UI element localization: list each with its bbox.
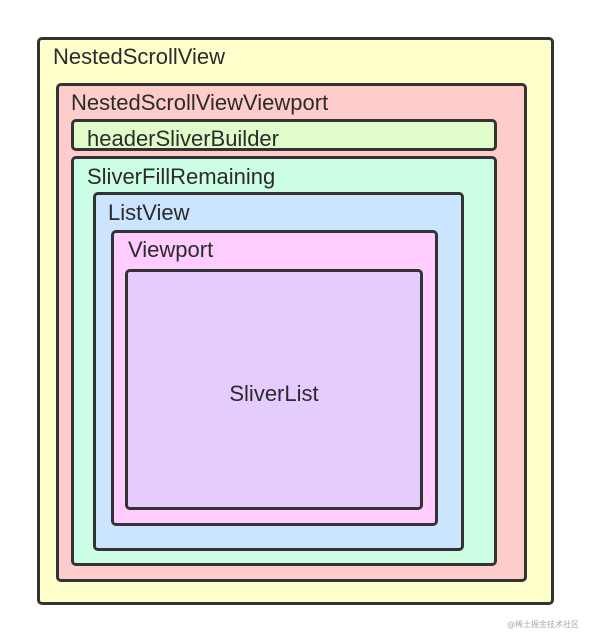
header-sliver-builder-box bbox=[71, 119, 497, 151]
sliver-fill-remaining-label: SliverFillRemaining bbox=[87, 164, 276, 189]
sliver-list-label: SliverList bbox=[229, 381, 319, 406]
nested-scroll-view-viewport-label: NestedScrollViewViewport bbox=[71, 90, 329, 115]
viewport-label: Viewport bbox=[128, 237, 214, 262]
sliver-list-box bbox=[125, 269, 423, 510]
header-sliver-builder-label: headerSliverBuilder bbox=[87, 126, 279, 151]
watermark: @稀土掘金技术社区 bbox=[507, 620, 579, 629]
nested-scroll-view-label: NestedScrollView bbox=[53, 44, 226, 69]
list-view-label: ListView bbox=[108, 200, 190, 225]
